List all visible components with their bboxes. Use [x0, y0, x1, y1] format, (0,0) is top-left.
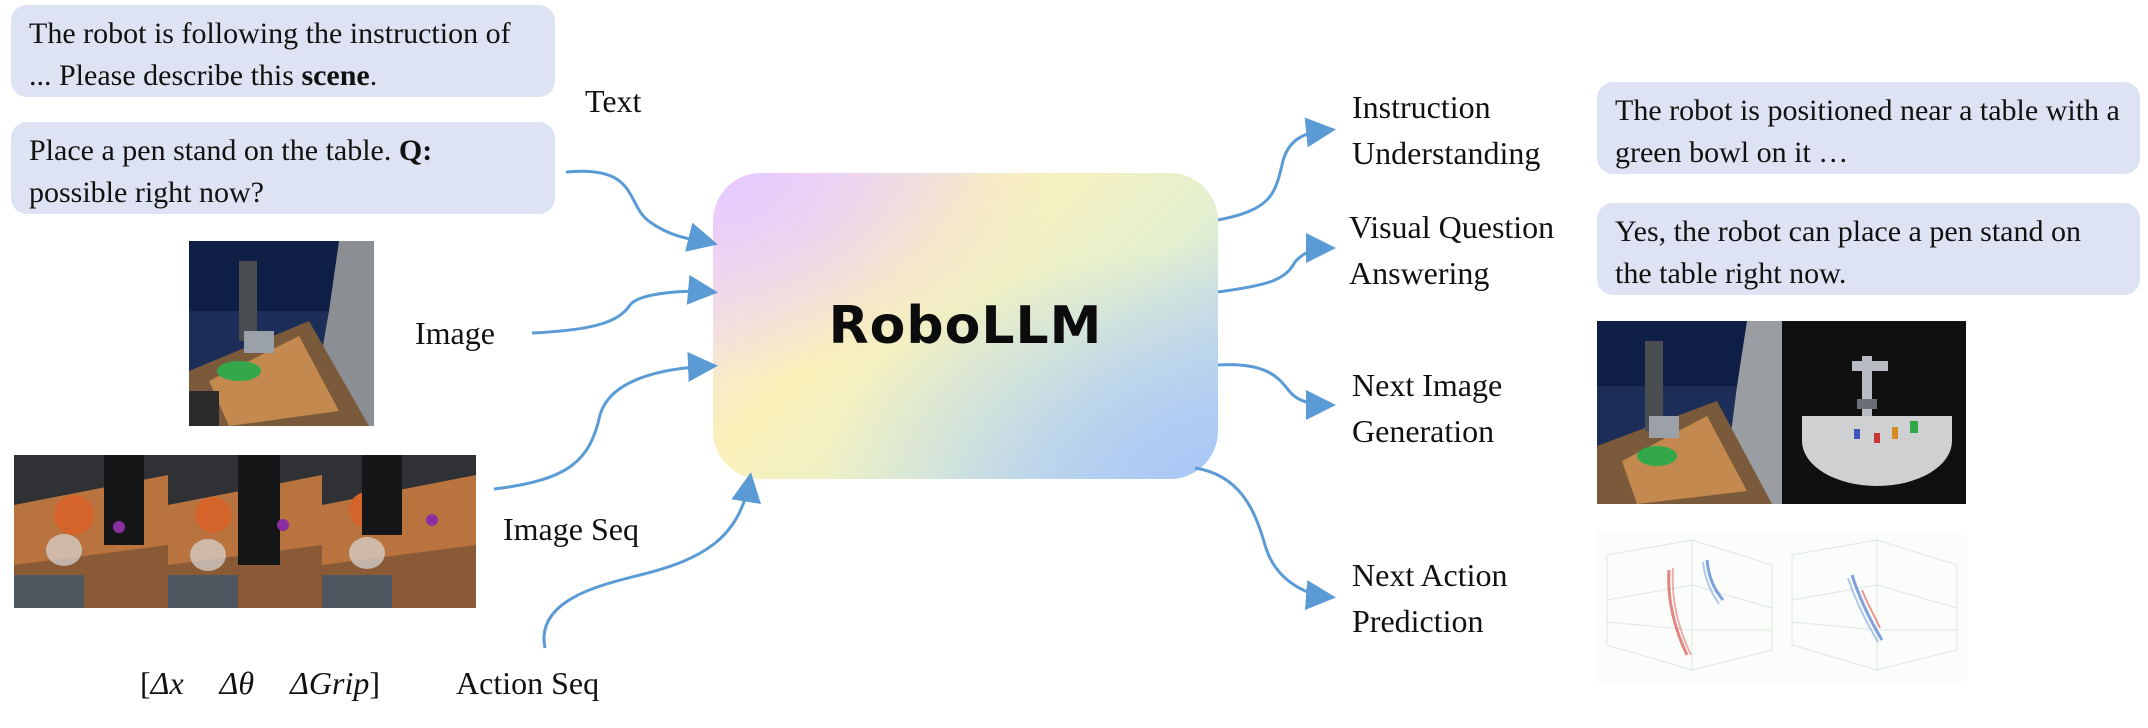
- action-tokens: [Δx Δθ ΔGrip]: [140, 660, 380, 706]
- text-input-label: Text: [585, 83, 642, 119]
- output-next-action-label: Next Action Prediction: [1352, 552, 1508, 644]
- vqa-line2: Answering: [1349, 255, 1490, 291]
- question-prompt-bubble: Place a pen stand on the table. Q: possi…: [11, 122, 555, 214]
- instruction-line2: Understanding: [1352, 135, 1541, 171]
- action-bracket-open: [: [140, 665, 151, 701]
- next-image-sim: [1782, 321, 1966, 504]
- arrow-text-to-model: [565, 169, 718, 252]
- plot-1-traj: [1667, 559, 1725, 656]
- arrow-image-to-model: [531, 274, 718, 335]
- input-image-sequence: [14, 455, 476, 608]
- scene-prompt-bold: scene: [301, 59, 370, 92]
- question-prompt-suffix: possible right now?: [29, 176, 264, 209]
- seq-frame-3: [322, 455, 476, 608]
- image-seq-input-label: Image Seq: [503, 511, 639, 547]
- instruction-answer-bubble: The robot is positioned near a table wit…: [1597, 82, 2140, 174]
- next-image-output-art: [1597, 321, 1966, 504]
- vqa-answer-text: Yes, the robot can place a pen stand on …: [1615, 215, 2081, 290]
- arrow-imageseq-to-model: [493, 351, 718, 491]
- trajectory-plots-art: [1597, 530, 1967, 682]
- arrow-model-to-instruction: [1217, 117, 1336, 222]
- input-robot-image-art: [189, 241, 374, 426]
- output-next-image-label: Next Image Generation: [1352, 362, 1502, 454]
- output-vqa-label: Visual Question Answering: [1349, 204, 1554, 296]
- output-instruction-understanding-label: Instruction Understanding: [1352, 84, 1540, 176]
- arrow-model-to-nextimage: [1217, 363, 1336, 420]
- next-action-trajectory-plots: [1597, 530, 1967, 682]
- seq-frame-1: [14, 455, 168, 608]
- instruction-line1: Instruction: [1352, 89, 1491, 125]
- action-token-dtheta: Δθ: [219, 665, 255, 701]
- action-seq-input-label: Action Seq: [456, 665, 600, 701]
- next-action-line2: Prediction: [1352, 603, 1484, 639]
- vqa-line1: Visual Question: [1349, 209, 1555, 245]
- arrow-model-to-nextaction: [1194, 466, 1336, 611]
- arrow-actionseq-to-model: [542, 472, 761, 649]
- next-image-output: [1597, 321, 1966, 504]
- seq-frame-2: [168, 455, 322, 608]
- instruction-answer-text: The robot is positioned near a table wit…: [1615, 94, 2120, 169]
- action-bracket-close: ]: [369, 665, 381, 701]
- next-image-line1: Next Image: [1352, 367, 1503, 403]
- scene-prompt-suffix: .: [369, 59, 378, 92]
- next-image-real: [1597, 321, 1782, 504]
- question-prompt-text: Place a pen stand on the table.: [29, 134, 399, 167]
- action-token-dx: Δx: [150, 665, 184, 701]
- image-input-label: Image: [415, 315, 495, 351]
- next-action-line1: Next Action: [1352, 557, 1508, 593]
- scene-prompt-bubble: The robot is following the instruction o…: [11, 5, 555, 97]
- action-token-dgrip: ΔGrip: [290, 665, 370, 701]
- model-name: RoboLLM: [828, 296, 1103, 356]
- input-robot-image: [189, 241, 374, 426]
- question-prompt-bold: Q:: [398, 134, 433, 167]
- arrow-model-to-vqa: [1217, 233, 1336, 294]
- next-image-line2: Generation: [1352, 413, 1495, 449]
- vqa-answer-bubble: Yes, the robot can place a pen stand on …: [1597, 203, 2140, 295]
- plot-2-grid: [1791, 539, 1958, 671]
- input-image-sequence-art: [14, 455, 476, 608]
- plot-2-traj: [1847, 574, 1884, 643]
- robollm-model-box: RoboLLM: [713, 173, 1218, 479]
- scene-prompt-text: The robot is following the instruction o…: [29, 17, 511, 92]
